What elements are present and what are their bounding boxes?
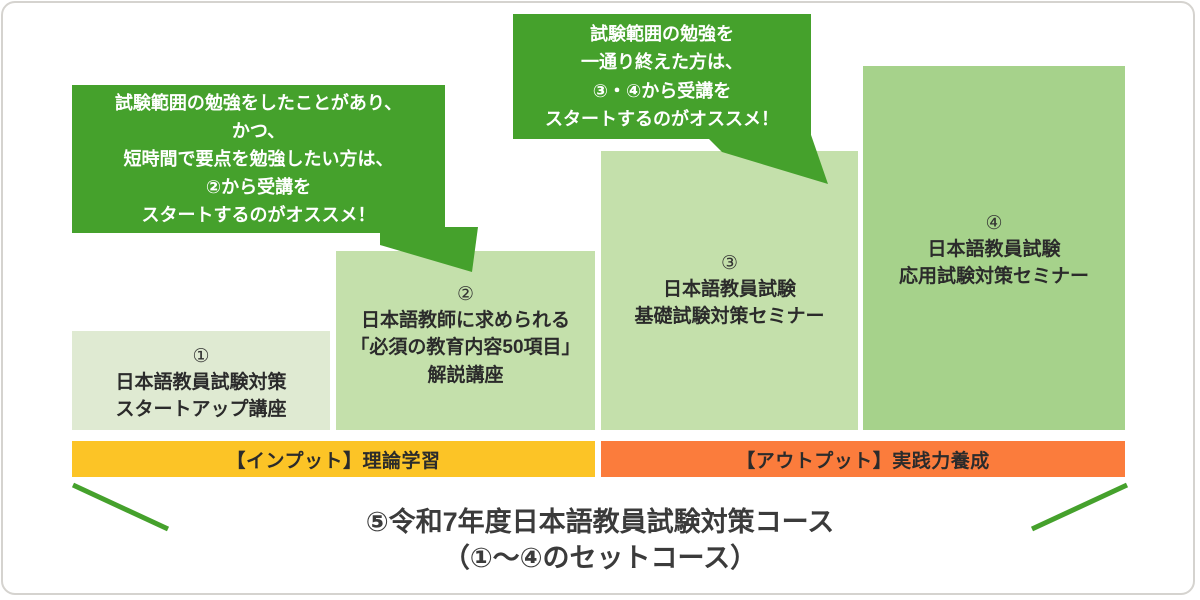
course-step-1[interactable]: ① 日本語教員試験対策 スタートアップ講座	[72, 331, 330, 430]
phase-bar-input: 【インプット】理論学習	[72, 441, 595, 477]
phase-bar-output: 【アウトプット】実践力養成	[601, 441, 1125, 477]
course-step-4[interactable]: ④ 日本語教員試験 応用試験対策セミナー	[863, 66, 1125, 430]
bracket-left-line-icon	[71, 482, 170, 532]
step-3-title: 日本語教員試験 基礎試験対策セミナー	[634, 278, 825, 328]
phase-input-label: 【インプット】理論学習	[226, 450, 441, 472]
step-4-title: 日本語教員試験 応用試験対策セミナー	[898, 238, 1089, 288]
callout-bubble-step34: 試験範囲の勉強を 一通り終えた方は、 ③・④から受講を スタートするのがオススメ…	[513, 14, 811, 139]
step-1-number: ①	[192, 346, 210, 367]
bracket-right-line-icon	[1030, 482, 1129, 532]
step-2-title: 日本語教師に求められる 「必須の教育内容50項目」 解説講座	[350, 309, 581, 386]
callout-step34-text: 試験範囲の勉強を 一通り終えた方は、 ③・④から受講を スタートするのがオススメ…	[545, 24, 779, 129]
course-step-3[interactable]: ③ 日本語教員試験 基礎試験対策セミナー	[601, 151, 858, 430]
course-step-2[interactable]: ② 日本語教師に求められる 「必須の教育内容50項目」 解説講座	[336, 251, 595, 430]
step-1-title: 日本語教員試験対策 スタートアップ講座	[115, 371, 287, 421]
callout-bubble-step2: 試験範囲の勉強をしたことがあり、 かつ、 短時間で要点を勉強したい方は、 ②から…	[72, 85, 445, 233]
step-2-number: ②	[456, 284, 475, 305]
step-4-number: ④	[985, 213, 1003, 234]
callout-step2-text: 試験範囲の勉強をしたことがあり、 かつ、 短時間で要点を勉強したい方は、 ②から…	[114, 92, 403, 226]
phase-output-label: 【アウトプット】実践力養成	[736, 450, 990, 472]
diagram-title: ⑤令和7年度日本語教員試験対策コース （①〜④のセットコース）	[365, 507, 835, 573]
step-3-number: ③	[720, 253, 739, 274]
